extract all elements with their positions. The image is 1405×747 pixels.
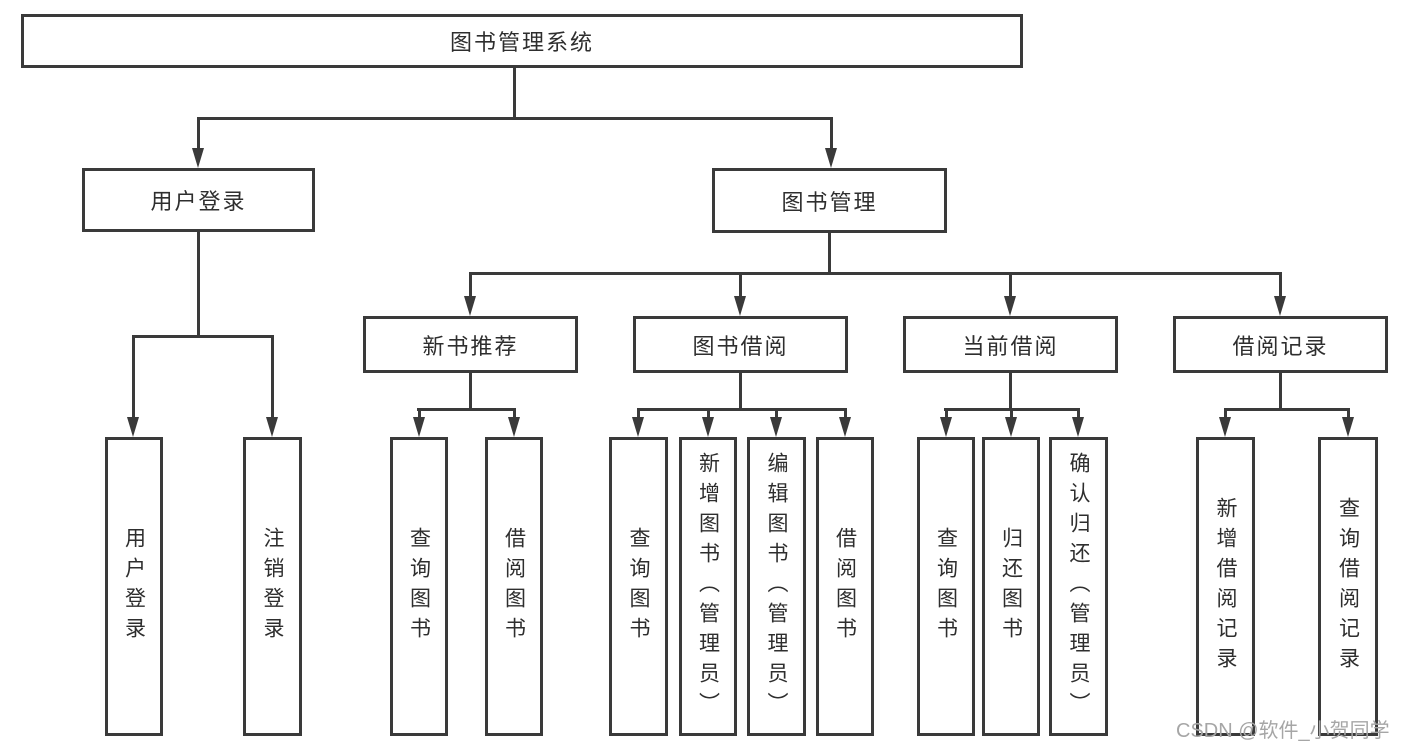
leaf-logout-label: 注销登录 <box>261 526 284 647</box>
connector <box>132 335 274 338</box>
node-borrow-records: 借阅记录 <box>1173 316 1388 373</box>
arrowhead-icon <box>1072 417 1084 437</box>
node-root: 图书管理系统 <box>21 14 1023 68</box>
connector <box>830 117 833 148</box>
leaf-records-add-record-label: 新增借阅记录 <box>1214 496 1237 677</box>
leaf-current-return-books-label: 归还图书 <box>999 526 1023 647</box>
node-user-login: 用户登录 <box>82 168 315 232</box>
node-book-borrow-label: 图书借阅 <box>692 333 789 359</box>
node-user-login-label: 用户登录 <box>150 189 247 214</box>
leaf-current-query-books: 查询图书 <box>917 437 975 736</box>
arrowhead-icon <box>940 417 952 437</box>
arrowhead-icon <box>266 417 278 437</box>
leaf-borrow-add-books-admin-label: 新增图书（管理员） <box>696 451 720 722</box>
connector <box>417 408 516 411</box>
connector <box>1347 408 1350 417</box>
leaf-records-query-record: 查询借阅记录 <box>1318 437 1378 736</box>
arrowhead-icon <box>1342 417 1354 437</box>
leaf-borrow-edit-books-admin-label: 编辑图书（管理员） <box>765 451 788 722</box>
leaf-borrow-add-books-admin: 新增图书（管理员） <box>679 437 737 736</box>
connector <box>637 408 847 411</box>
connector <box>197 117 200 148</box>
leaf-borrow-edit-books-admin: 编辑图书（管理员） <box>747 437 806 736</box>
connector <box>1224 408 1227 417</box>
arrowhead-icon <box>1005 417 1017 437</box>
arrowhead-icon <box>508 417 520 437</box>
node-borrow-records-label: 借阅记录 <box>1232 333 1329 359</box>
arrowhead-icon <box>734 296 746 316</box>
node-new-book-recommend-label: 新书推荐 <box>422 333 519 359</box>
leaf-borrow-query-books: 查询图书 <box>609 437 668 736</box>
arrowhead-icon <box>464 296 476 316</box>
arrowhead-icon <box>192 148 204 168</box>
node-current-borrow-label: 当前借阅 <box>962 333 1059 359</box>
connector <box>739 373 742 408</box>
leaf-current-confirm-return-admin: 确认归还（管理员） <box>1049 437 1108 736</box>
connector <box>271 335 274 417</box>
connector <box>132 335 135 417</box>
watermark: CSDN @软件_小贺同学 <box>1176 720 1390 742</box>
leaf-recommend-borrow-books-label: 借阅图书 <box>502 526 526 647</box>
connector <box>513 68 516 117</box>
connector <box>1279 272 1282 296</box>
connector <box>1010 408 1013 417</box>
arrowhead-icon <box>1219 417 1231 437</box>
connector <box>1009 272 1012 296</box>
connector <box>1009 373 1012 408</box>
leaf-records-add-record: 新增借阅记录 <box>1196 437 1255 736</box>
leaf-user-login-label: 用户登录 <box>122 526 146 647</box>
leaf-user-login: 用户登录 <box>105 437 163 736</box>
connector <box>945 408 948 417</box>
arrowhead-icon <box>413 417 425 437</box>
leaf-recommend-query-books: 查询图书 <box>390 437 448 736</box>
node-book-borrow: 图书借阅 <box>633 316 848 373</box>
arrowhead-icon <box>770 417 782 437</box>
connector <box>469 272 1282 275</box>
connector <box>637 408 640 417</box>
connector <box>469 373 472 408</box>
leaf-logout: 注销登录 <box>243 437 302 736</box>
leaf-current-confirm-return-admin-label: 确认归还（管理员） <box>1067 451 1090 722</box>
connector <box>775 408 778 417</box>
leaf-current-query-books-label: 查询图书 <box>934 526 958 647</box>
leaf-borrow-query-books-label: 查询图书 <box>627 526 650 647</box>
connector <box>1077 408 1080 417</box>
node-book-mgmt-label: 图书管理 <box>781 189 878 215</box>
node-root-label: 图书管理系统 <box>449 30 594 55</box>
arrowhead-icon <box>1274 296 1286 316</box>
arrowhead-icon <box>702 417 714 437</box>
arrowhead-icon <box>127 417 139 437</box>
node-new-book-recommend: 新书推荐 <box>363 316 578 373</box>
connector <box>1224 408 1349 411</box>
leaf-borrow-borrow-books: 借阅图书 <box>816 437 874 736</box>
arrowhead-icon <box>825 148 837 168</box>
connector <box>469 272 472 296</box>
connector <box>844 408 847 417</box>
connector <box>197 117 833 120</box>
leaf-records-query-record-label: 查询借阅记录 <box>1336 496 1360 677</box>
leaf-recommend-query-books-label: 查询图书 <box>407 526 431 647</box>
arrowhead-icon <box>1004 296 1016 316</box>
connector <box>739 272 742 296</box>
node-book-mgmt: 图书管理 <box>712 168 947 233</box>
connector <box>707 408 710 417</box>
node-current-borrow: 当前借阅 <box>903 316 1118 373</box>
connector <box>513 408 516 417</box>
connector <box>197 232 200 335</box>
connector <box>418 408 421 417</box>
connector <box>828 233 831 272</box>
arrowhead-icon <box>632 417 644 437</box>
arrowhead-icon <box>839 417 851 437</box>
connector <box>1279 373 1282 408</box>
leaf-recommend-borrow-books: 借阅图书 <box>485 437 543 736</box>
leaf-borrow-borrow-books-label: 借阅图书 <box>833 526 857 647</box>
leaf-current-return-books: 归还图书 <box>982 437 1040 736</box>
